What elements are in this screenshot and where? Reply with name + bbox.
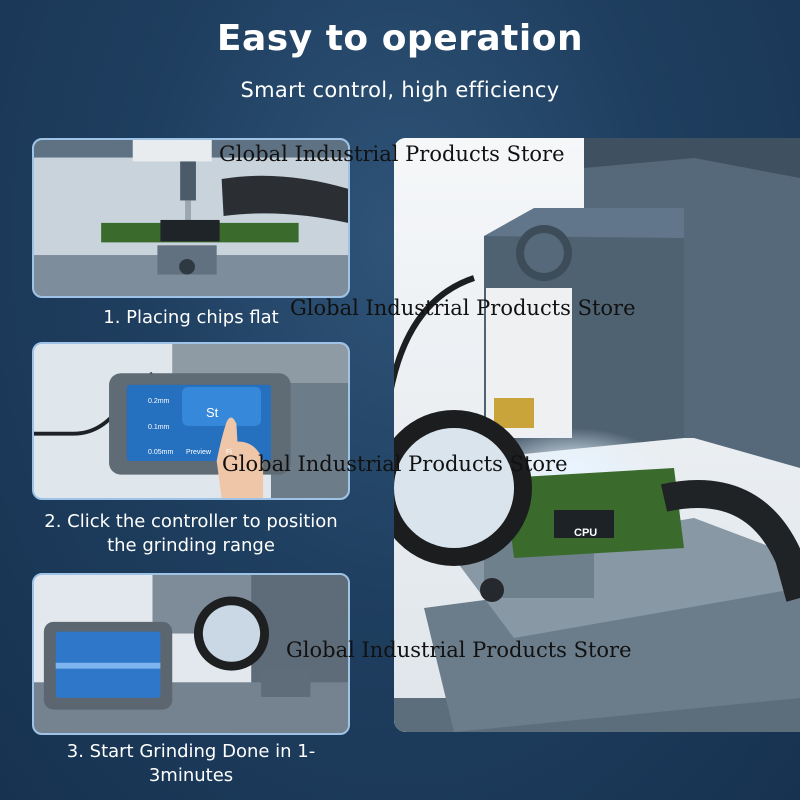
step-3-caption: 3. Start Grinding Done in 1-3minutes [66,741,316,786]
controller-button[interactable]: Preview [186,449,211,456]
page-subtitle: Smart control, high efficiency [240,78,560,102]
product-hero-image [394,138,800,732]
step-2-image [32,342,350,500]
step-1-caption: 1. Placing chips flat [103,307,279,328]
step-3-image [32,573,350,735]
controller-button[interactable]: 0.05mm [148,449,174,456]
chip-label: CPU [574,527,598,539]
start-button[interactable]: St [206,405,219,420]
controller-button[interactable]: 0.1mm [148,424,170,431]
step-1-image [32,138,350,298]
controller-button[interactable]: 0.2mm [148,398,170,405]
controller-button[interactable]: Fi [226,449,232,456]
step-2-caption: 2. Click the controller to position the … [44,511,338,556]
page-title: Easy to operation [216,18,584,59]
